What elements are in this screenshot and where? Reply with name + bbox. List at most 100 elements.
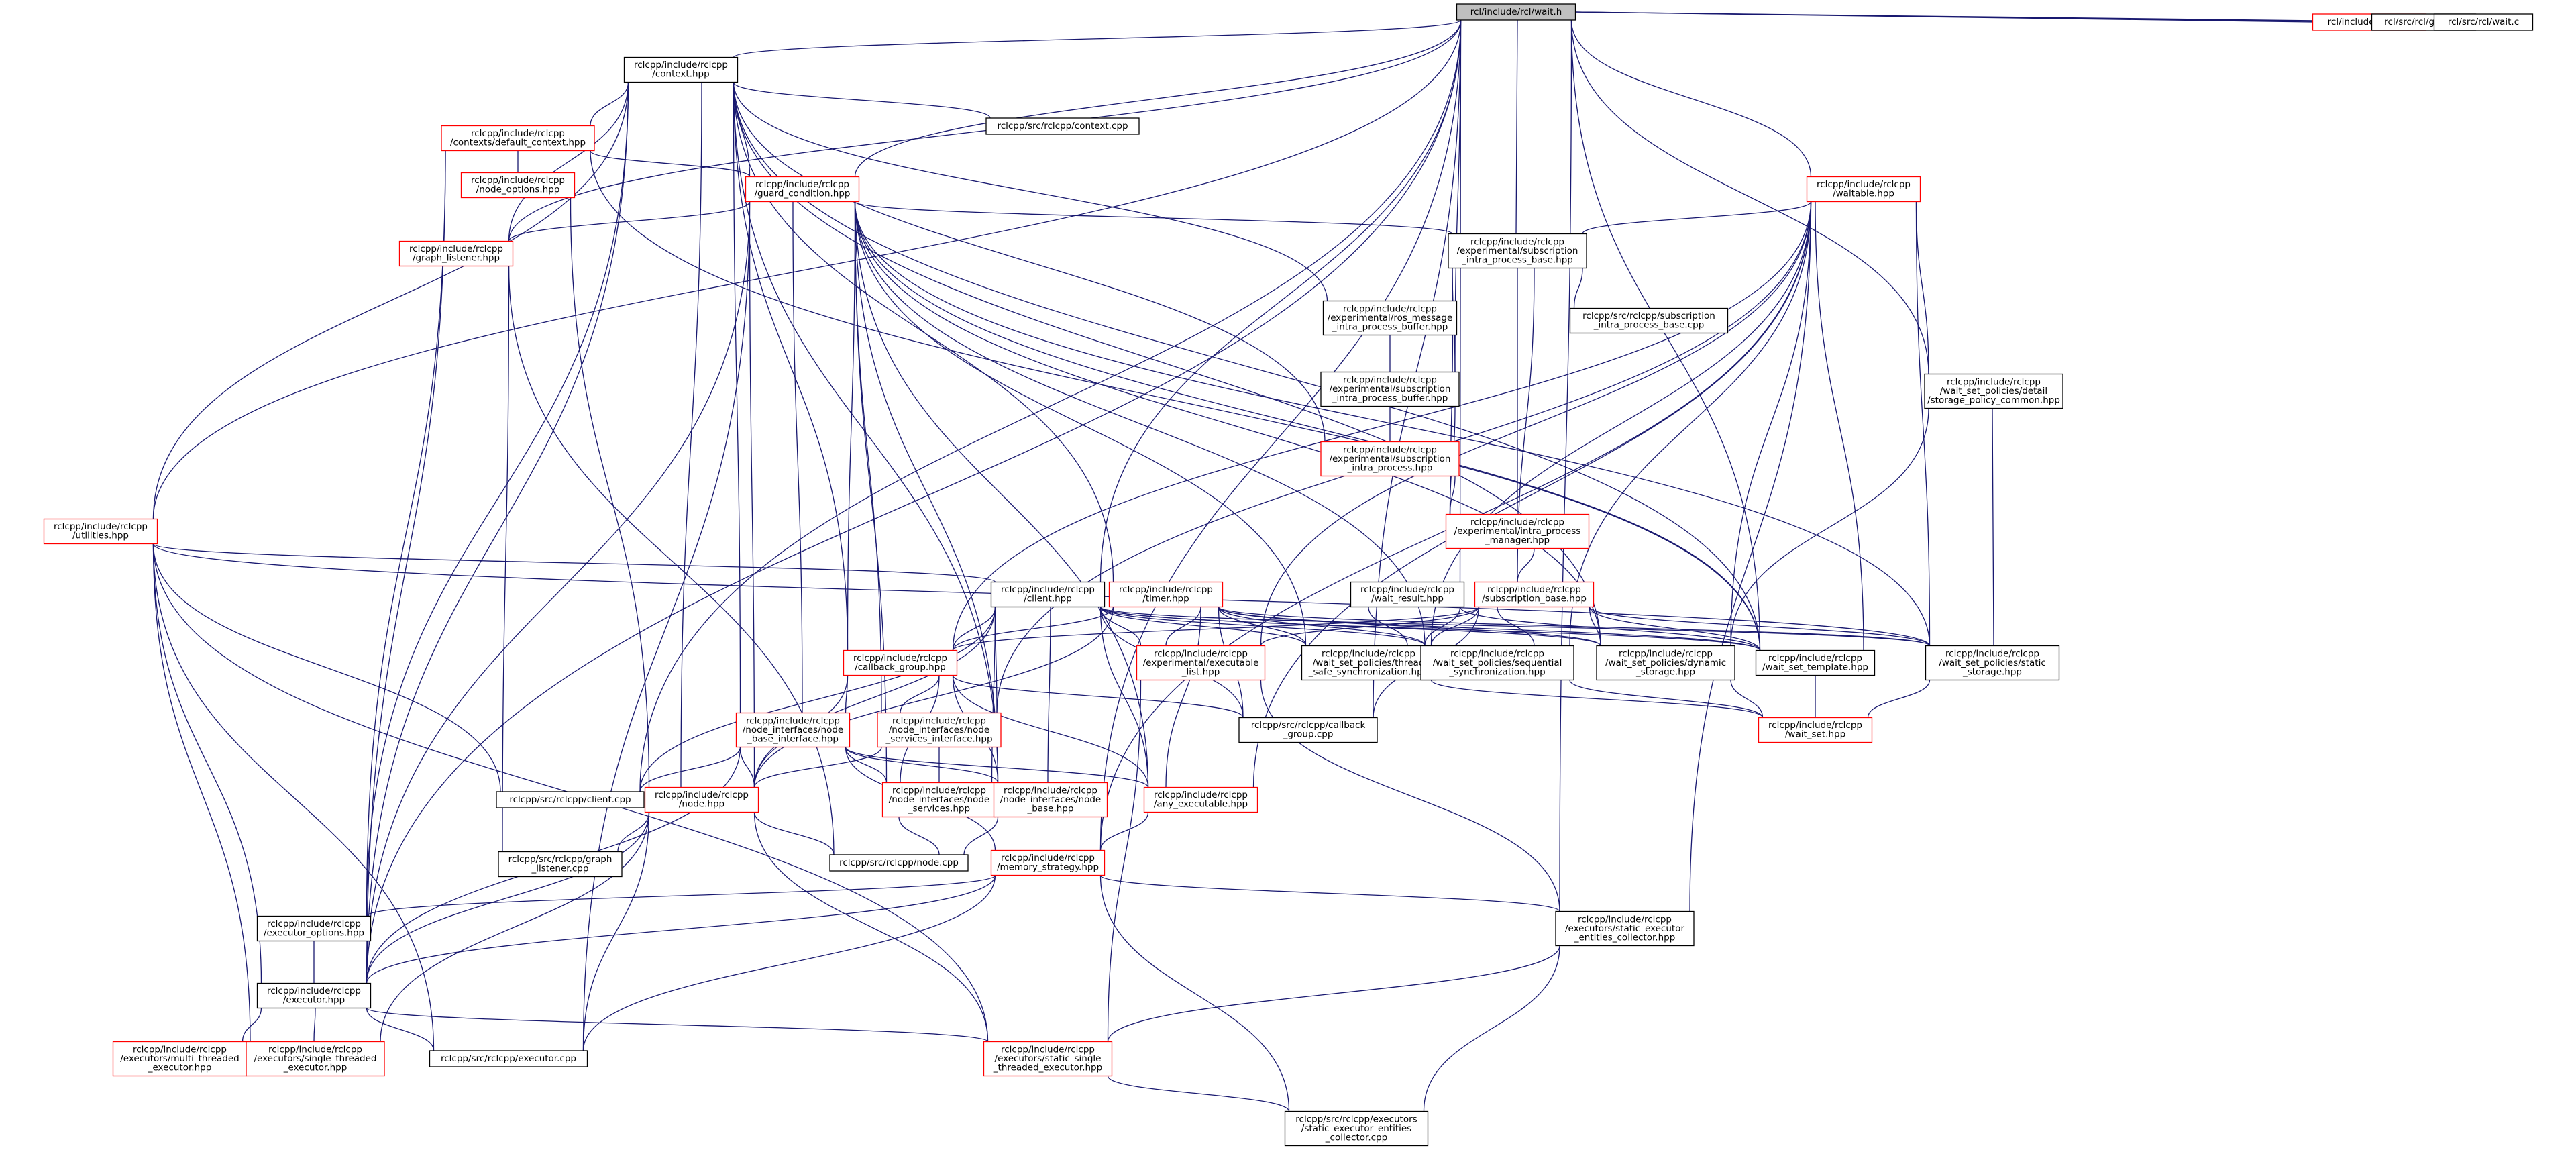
node-label-line: rclcpp/include/rclcpp	[853, 653, 947, 664]
edge-executor-to-single_threaded	[312, 1000, 319, 1042]
edge-path	[1586, 599, 1931, 646]
edge-timer-to-node	[753, 599, 1117, 788]
node-ni-services[interactable]: rclcpp/include/rclcpp/node_interfaces/no…	[881, 782, 997, 818]
node-box	[1136, 645, 1266, 681]
node-node-options[interactable]: rclcpp/include/rclcpp/node_options.hpp	[460, 172, 576, 199]
node-callback-group-cpp[interactable]: rclcpp/src/rclcpp/callback_group.cpp	[1238, 717, 1378, 743]
node-static-collector-cpp[interactable]: rclcpp/src/rclcpp/executors/static_execu…	[1284, 1110, 1429, 1147]
node-graph-listener-cpp[interactable]: rclcpp/src/rclcpp/graph_listener.cpp	[498, 851, 623, 878]
node-label-line: /executors/single_threaded	[254, 1053, 376, 1064]
edge-wait_result-to-thread_safe	[1364, 599, 1408, 646]
edge-path	[730, 74, 1761, 651]
edge-timer-to-sequential	[1215, 599, 1426, 646]
node-executor[interactable]: rclcpp/include/rclcpp/executor.hpp	[256, 982, 372, 1009]
node-wait-h[interactable]: rcl/include/rcl/wait.h	[1456, 3, 1576, 21]
edge-utilities-to-client	[150, 536, 996, 583]
node-dynamic-storage[interactable]: rclcpp/include/rclcpp/wait_set_policies/…	[1596, 645, 1735, 681]
edge-sub_base-to-exec_list	[1260, 599, 1483, 646]
node-storage-common[interactable]: rclcpp/include/rclcpp/wait_set_policies/…	[1924, 373, 2063, 409]
node-sub-ip-buf[interactable]: rclcpp/include/rclcpp/experimental/subsc…	[1320, 371, 1460, 407]
edge-node-to-graph_listener_cpp	[617, 804, 653, 852]
edge-path	[366, 74, 632, 917]
node-executor-cpp[interactable]: rclcpp/src/rclcpp/executor.cpp	[429, 1050, 588, 1067]
node-label-line: rclcpp/include/rclcpp	[1154, 648, 1248, 659]
node-label-line: rclcpp/src/rclcpp/node.cpp	[839, 857, 959, 868]
edge-path	[150, 536, 996, 583]
edge-ni_base_interface-to-any_executable	[842, 739, 1149, 788]
node-client-cpp[interactable]: rclcpp/src/rclcpp/client.cpp	[496, 791, 645, 808]
node-context-cpp[interactable]: rclcpp/src/rclcpp/context.cpp	[985, 117, 1140, 135]
node-sub-ip-base[interactable]: rclcpp/include/rclcpp/experimental/subsc…	[1448, 233, 1587, 269]
node-waitable[interactable]: rclcpp/include/rclcpp/waitable.hpp	[1806, 176, 1921, 203]
node-utilities[interactable]: rclcpp/include/rclcpp/utilities.hpp	[43, 518, 158, 545]
edge-path	[1252, 194, 1815, 788]
node-sub-ip-base-cpp[interactable]: rclcpp/src/rclcpp/subscription_intra_pro…	[1569, 307, 1729, 334]
node-label-line: /node_interfaces/node	[1000, 794, 1101, 805]
node-callback-group[interactable]: rclcpp/include/rclcpp/callback_group.hpp	[843, 649, 958, 676]
node-memory-strategy[interactable]: rclcpp/include/rclcpp/memory_strategy.hp…	[990, 849, 1106, 876]
node-wait-c[interactable]: rcl/src/rcl/wait.c	[2433, 13, 2534, 31]
edge-wait_h-to-wait_c	[1568, 8, 2434, 23]
node-wait-result[interactable]: rclcpp/include/rclcpp/wait_result.hpp	[1350, 581, 1465, 608]
node-label-line: rclcpp/include/rclcpp	[1470, 236, 1564, 247]
edge-path	[730, 74, 1328, 301]
node-guard-condition[interactable]: rclcpp/include/rclcpp/guard_condition.hp…	[745, 176, 860, 203]
node-label-line: rclcpp/src/rclcpp/context.cpp	[997, 121, 1128, 132]
node-context[interactable]: rclcpp/include/rclcpp/context.hpp	[623, 56, 739, 83]
edge-default_context-to-executor_options	[366, 143, 449, 917]
node-wait-set[interactable]: rclcpp/include/rclcpp/wait_set.hpp	[1758, 717, 1873, 743]
node-node[interactable]: rclcpp/include/rclcpp/node.hpp	[644, 786, 759, 813]
edge-waitable-to-thread_safe	[1430, 194, 1815, 646]
node-label-line: rclcpp/include/rclcpp	[1817, 179, 1911, 190]
node-thread-safe[interactable]: rclcpp/include/rclcpp/wait_set_policies/…	[1301, 645, 1436, 681]
node-label-line: rcl/include/rcl/wait.h	[1470, 7, 1562, 17]
node-box	[1925, 645, 2060, 681]
node-node-cpp[interactable]: rclcpp/src/rclcpp/node.cpp	[829, 854, 969, 872]
node-static-storage[interactable]: rclcpp/include/rclcpp/wait_set_policies/…	[1925, 645, 2060, 681]
edge-wait_h-to-wait_set_template	[1568, 12, 1761, 651]
node-client[interactable]: rclcpp/include/rclcpp/client.hpp	[990, 581, 1106, 608]
node-default-context[interactable]: rclcpp/include/rclcpp/contexts/default_c…	[441, 125, 595, 152]
node-any-executable[interactable]: rclcpp/include/rclcpp/any_executable.hpp	[1143, 786, 1258, 813]
edge-client-to-client_cpp	[639, 599, 999, 792]
node-ni-base-interface[interactable]: rclcpp/include/rclcpp/node_interfaces/no…	[735, 712, 851, 748]
node-sequential[interactable]: rclcpp/include/rclcpp/wait_set_policies/…	[1420, 645, 1574, 681]
node-ros-msg-buf[interactable]: rclcpp/include/rclcpp/experimental/ros_m…	[1322, 300, 1458, 336]
node-static-single[interactable]: rclcpp/include/rclcpp/executors/static_s…	[983, 1041, 1113, 1077]
node-sub-ip[interactable]: rclcpp/include/rclcpp/experimental/subsc…	[1320, 441, 1460, 477]
node-label-line: /executors/multi_threaded	[120, 1053, 239, 1064]
edge-executor-to-executor_cpp	[363, 1000, 435, 1051]
node-label-line: /subscription_base.hpp	[1482, 594, 1587, 605]
node-ni-services-interface[interactable]: rclcpp/include/rclcpp/node_interfaces/no…	[877, 712, 1002, 748]
node-box	[623, 56, 739, 83]
edge-path	[567, 190, 650, 788]
edge-context-to-ros_msg_buf	[730, 74, 1328, 301]
edge-path	[1165, 599, 1205, 788]
edge-sub_ip-to-ip_manager	[1449, 468, 1459, 515]
node-box	[1143, 786, 1258, 813]
node-exec-list[interactable]: rclcpp/include/rclcpp/experimental/execu…	[1136, 645, 1266, 681]
edge-context-to-default_context	[590, 74, 632, 126]
node-label-line: _base.hpp	[1027, 803, 1074, 814]
node-executor-options[interactable]: rclcpp/include/rclcpp/executor_options.h…	[256, 915, 372, 942]
edge-client-to-exec_list	[1097, 599, 1142, 646]
node-label-line: _list.hpp	[1181, 666, 1220, 677]
edge-path	[1430, 599, 1483, 646]
node-label-line: _safe_synchronization.hpp	[1308, 666, 1428, 677]
node-label-line: rclcpp/include/rclcpp	[1947, 376, 2041, 387]
node-ni-base[interactable]: rclcpp/include/rclcpp/node_interfaces/no…	[993, 782, 1108, 818]
node-ip-manager[interactable]: rclcpp/include/rclcpp/experimental/intra…	[1445, 513, 1590, 549]
node-multi-threaded[interactable]: rclcpp/include/rclcpp/executors/multi_th…	[112, 1041, 248, 1077]
node-wait-set-template[interactable]: rclcpp/include/rclcpp/wait_set_template.…	[1755, 649, 1876, 676]
node-single-threaded[interactable]: rclcpp/include/rclcpp/executors/single_t…	[246, 1041, 385, 1077]
node-static-collector[interactable]: rclcpp/include/rclcpp/executors/static_e…	[1555, 910, 1695, 947]
edge-path	[751, 804, 989, 1042]
edge-path	[895, 809, 940, 855]
node-sub-base[interactable]: rclcpp/include/rclcpp/subscription_base.…	[1474, 581, 1595, 608]
edge-client-to-ni_base	[1047, 599, 1055, 783]
node-label-line: rclcpp/include/rclcpp	[892, 715, 986, 726]
node-label-line: /memory_strategy.hpp	[997, 862, 1099, 873]
node-graph-listener[interactable]: rclcpp/include/rclcpp/graph_listener.hpp	[398, 240, 514, 267]
edge-path	[1364, 599, 1408, 646]
node-timer[interactable]: rclcpp/include/rclcpp/timer.hpp	[1108, 581, 1224, 608]
